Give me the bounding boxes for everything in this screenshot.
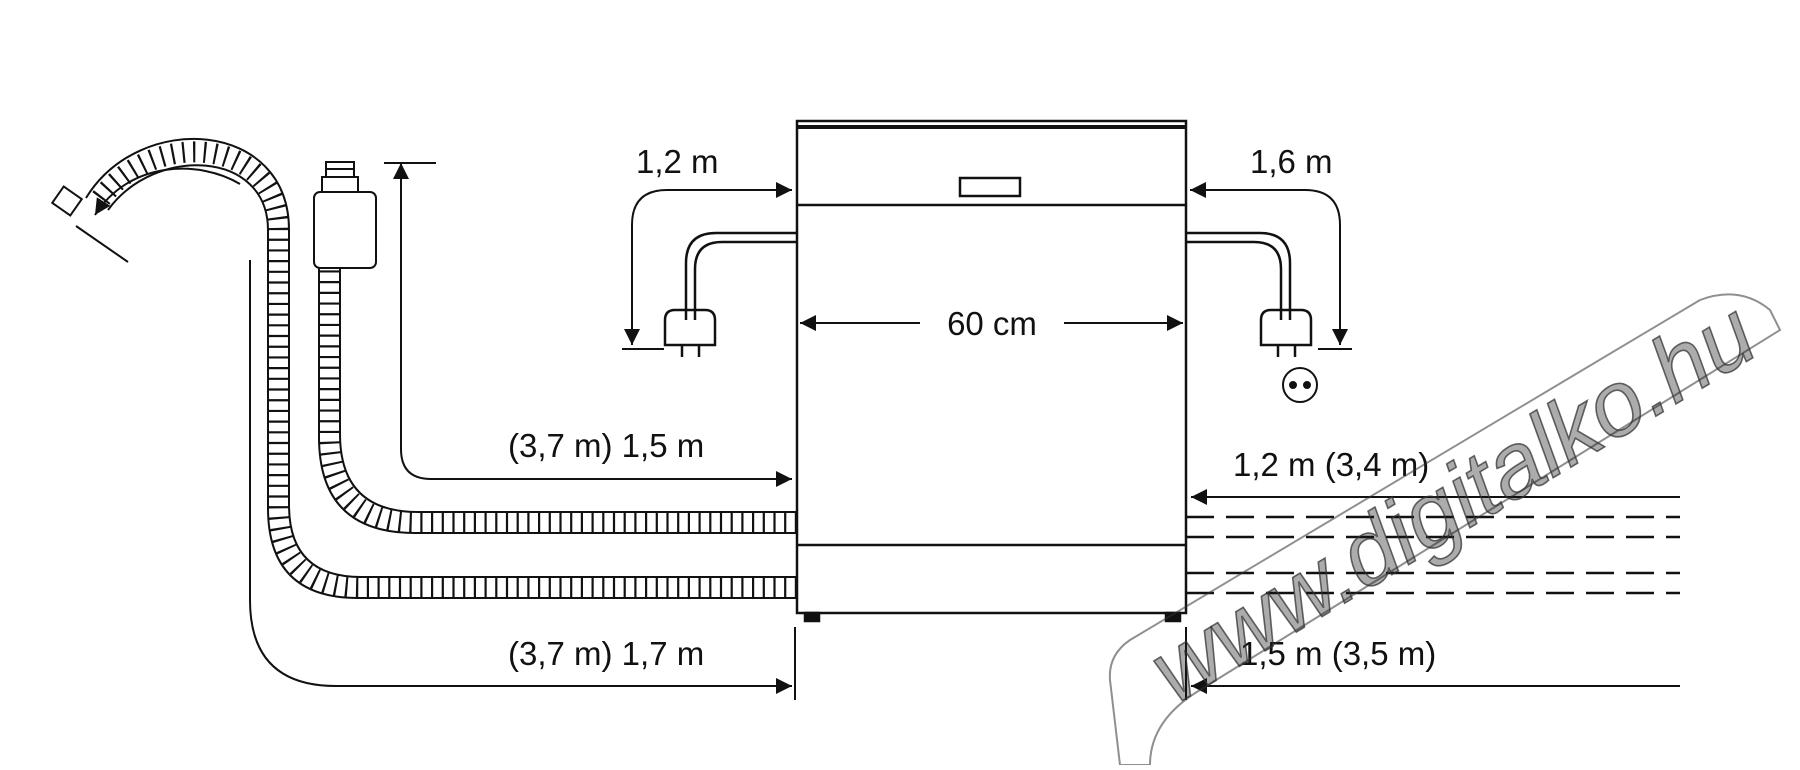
dishwasher [795,119,1188,623]
power-cord-left [663,231,797,357]
right-upper-label: 1,2 m (3,4 m) [1233,446,1429,483]
watermark: www.digitalko.hu [1108,281,1782,766]
inlet-label: (3,7 m) 1,5 m [508,427,704,464]
power-left-dimension [622,182,792,350]
hose-bend-arrow [75,167,241,263]
foot-left [803,611,821,623]
power-cord-right [1186,231,1313,357]
width-label: 60 cm [947,305,1037,342]
watermark-banner [1108,293,1782,766]
outlet-dimension [249,260,796,700]
water-tap-icon [313,191,377,269]
watermark-text: www.digitalko.hu [1133,282,1773,722]
plug-left-icon [663,308,717,347]
outlet-hose [50,137,797,599]
socket-icon [1282,367,1318,403]
right-hoses [1186,515,1680,595]
inlet-dimension [384,162,792,487]
foot-right [1164,611,1182,623]
right-lower-label: 1,5 m (3,5 m) [1240,635,1436,672]
inlet-hose [313,161,797,534]
power-left-label: 1,2 m [636,143,719,180]
outlet-label: (3,7 m) 1,7 m [508,635,704,672]
power-right-label: 1,6 m [1250,143,1333,180]
plug-right-icon [1259,308,1313,347]
right-lower-dimension [1185,627,1680,700]
display-panel [958,176,1022,198]
drain-hose-end-icon [50,185,84,217]
dishwasher-outline [795,119,1188,615]
power-right-dimension [1190,182,1352,350]
